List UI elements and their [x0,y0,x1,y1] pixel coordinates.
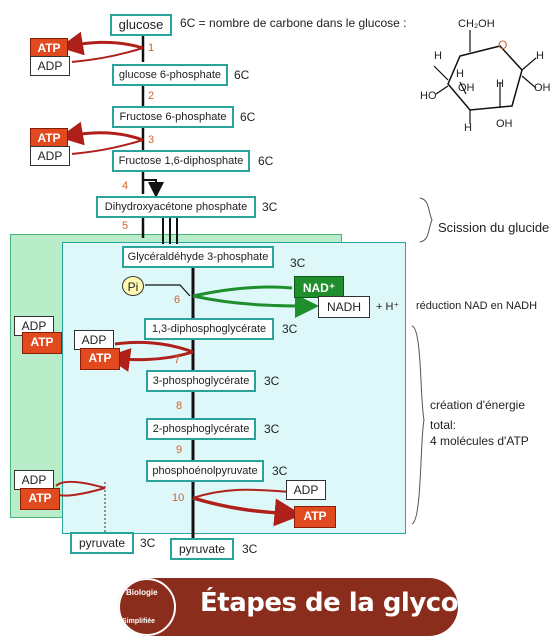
carbon-3c-2: 3C [290,256,306,270]
label-bpg: 1,3-diphosphoglycérate [151,323,267,335]
carbon-6c-1: 6C [234,68,250,82]
struct-h-bottom-left: H [464,122,472,134]
struct-oh-bottom: OH [496,118,513,130]
carbon-3c-8: 3C [140,536,156,550]
box-pyruvate-branch: pyruvate [70,532,134,554]
step-number-7: 7 [174,354,181,366]
box-fructose-6-phosphate: Fructose 6-phosphate [112,106,234,128]
annotation-creation-2: total: [430,418,457,432]
atp-step3: ATP [30,128,68,148]
carbon-3c-3: 3C [282,322,298,336]
step-number-6: 6 [174,294,181,306]
glucose-carbon-note: 6C = nombre de carbone dans le glucose : [180,16,407,30]
label-dhap: Dihydroxyacétone phosphate [104,201,248,213]
atp-branch-step10: ATP [20,488,60,510]
struct-oh-right: OH [534,82,551,94]
struct-ring-oxygen: O [498,38,508,52]
h-plus-label: + H⁺ [376,301,400,313]
struct-ho-left: HO [420,90,437,102]
badge-text-bottom: Simplifiée [122,618,156,625]
biologie-simplifiee-logo [118,578,176,636]
struct-h-center-right: H [496,78,504,90]
struct-h-right: H [536,50,544,62]
adp-branch-step10: ADP [14,470,54,490]
box-glyceraldehyde-3-phosphate: Glycéraldéhyde 3-phosphate [122,246,274,268]
box-3-phosphoglycerate: 3-phosphoglycérate [146,370,256,392]
footer-title: Étapes de la glycolyse [200,588,516,618]
step-number-4: 4 [122,180,129,192]
nadh-box: NADH [318,296,370,318]
atp-branch-step7: ATP [22,332,62,354]
label-f6p: Fructose 6-phosphate [119,111,227,123]
step-number-8: 8 [176,400,183,412]
carbon-3c-5: 3C [264,422,280,436]
pi-label: Pi [127,280,139,294]
nadh-label: NADH [326,300,361,314]
annotation-creation-1: création d'énergie [430,398,526,412]
label-pyruvate-main: pyruvate [178,542,226,556]
nad-plus-badge: NAD⁺ [294,276,344,298]
struct-h-center-left: H [456,68,464,80]
carbon-6c-2: 6C [240,110,256,124]
struct-ch2oh: CH₂OH [458,18,495,30]
adp-main-step7: ADP [74,330,114,350]
carbon-3c-4: 3C [264,374,280,388]
label-pyruvate-branch: pyruvate [78,536,126,550]
step-number-9: 9 [176,444,183,456]
box-1-3-diphosphoglycerate: 1,3-diphosphoglycérate [144,318,274,340]
box-glucose-6-phosphate: glucose 6-phosphate [112,64,228,86]
carbon-6c-3: 6C [258,154,274,168]
adp-main-step10: ADP [286,480,326,500]
box-phosphoenolpyruvate: phosphoénolpyruvate [146,460,264,482]
carbon-3c-6: 3C [272,464,288,478]
step-number-5: 5 [122,220,129,232]
label-g3p: Glycéraldéhyde 3-phosphate [127,251,269,263]
adp-step3: ADP [30,146,70,166]
label-pg3: 3-phosphoglycérate [152,375,250,387]
adp-step1: ADP [30,56,70,76]
carbon-3c-1: 3C [262,200,278,214]
box-pyruvate-main: pyruvate [170,538,234,560]
atp-main-step7: ATP [80,348,120,370]
pi-circle: Pi [122,276,144,296]
nad-label: NAD⁺ [302,281,336,295]
atp-main-step10: ATP [294,506,336,528]
step-number-10: 10 [172,492,185,504]
annotation-reduction: réduction NAD en NADH [416,300,538,312]
box-fructose-1-6-diphosphate: Fructose 1,6-diphosphate [112,150,250,172]
box-2-phosphoglycerate: 2-phosphoglycérate [146,418,256,440]
label-pg2: 2-phosphoglycérate [152,423,250,435]
struct-oh-center: OH [458,82,475,94]
glucose-ring [447,45,523,111]
label-glucose: glucose [118,17,164,32]
step-number-2: 2 [148,90,155,102]
label-pep: phosphoénolpyruvate [152,465,258,477]
atp-step1: ATP [30,38,68,58]
box-dihydroxyacetone-phosphate: Dihydroxyacétone phosphate [96,196,256,218]
step-number-3: 3 [148,134,155,146]
step-number-1: 1 [148,42,155,54]
label-g6p: glucose 6-phosphate [118,69,222,81]
box-glucose: glucose [110,14,172,36]
annotation-scission: Scission du glucide [438,220,550,235]
annotation-creation-3: 4 molécules d'ATP [430,434,529,448]
carbon-3c-7: 3C [242,542,258,556]
badge-text-top: Biologie [126,588,158,597]
struct-h-top-left: H [434,50,442,62]
label-f16dp: Fructose 1,6-diphosphate [118,155,244,167]
